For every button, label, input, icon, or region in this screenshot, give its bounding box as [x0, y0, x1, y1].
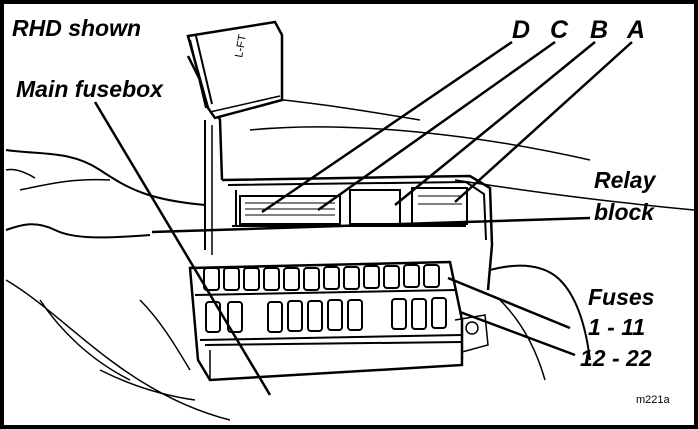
fuse-row-bottom — [205, 297, 447, 333]
fuses-range-1-label: 1 - 11 — [588, 314, 645, 340]
relay-letter-b: B — [590, 16, 608, 44]
relay-label-line1: Relay — [594, 167, 657, 193]
leader-lines — [93, 40, 633, 396]
fusebox-lid: L-FT — [186, 20, 284, 120]
relay-d — [239, 195, 341, 225]
fuses-range-2-label: 12 - 22 — [580, 345, 652, 371]
relay-b — [349, 189, 401, 225]
relay-label-line2: block — [594, 199, 655, 225]
relay-a — [411, 187, 468, 225]
rhd-shown-label: RHD shown — [12, 15, 141, 41]
relay-letter-d: D — [512, 16, 530, 44]
figure-code: m221a — [636, 394, 671, 406]
relay-letter-a: A — [626, 16, 645, 44]
fuses-label: Fuses — [588, 284, 654, 310]
main-fusebox-label: Main fusebox — [16, 76, 164, 102]
fuse-row-top — [203, 264, 440, 291]
lid-marking: L-FT — [233, 33, 249, 58]
main-fusebox — [188, 260, 489, 382]
dashboard-contours — [5, 94, 695, 421]
relay-letter-c: C — [550, 16, 569, 44]
